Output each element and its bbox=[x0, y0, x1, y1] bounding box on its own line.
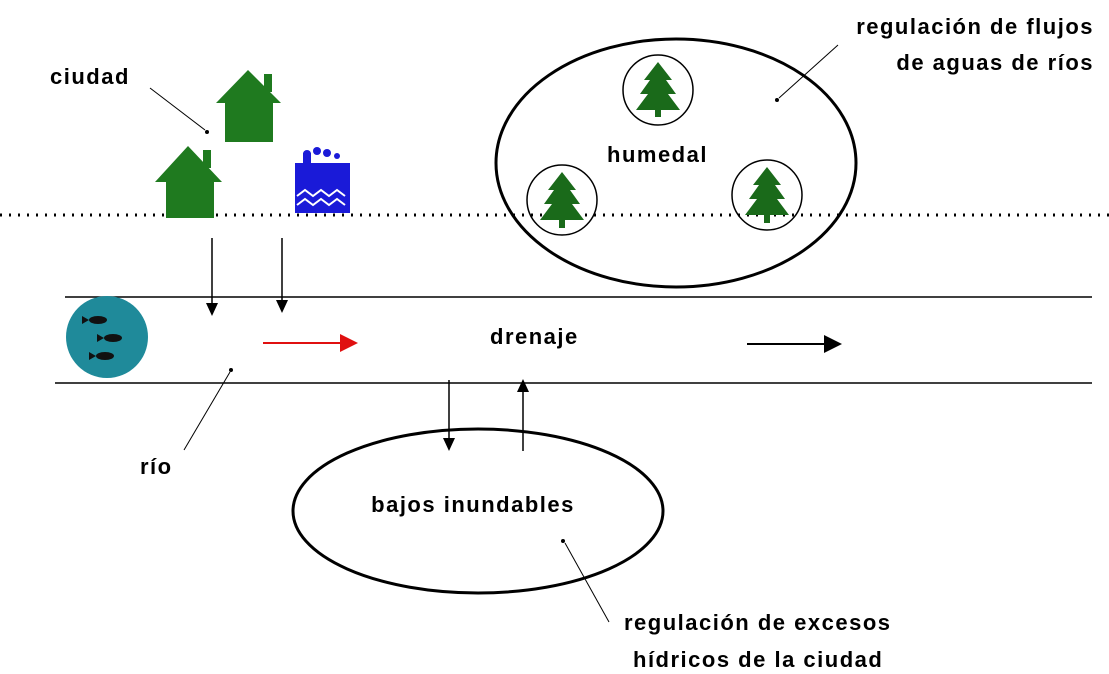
label-regulacion-flujos-1: regulación de flujos bbox=[856, 14, 1094, 39]
label-drenaje: drenaje bbox=[490, 324, 579, 349]
arrow-bajos-to-river bbox=[517, 379, 529, 451]
flow-arrow bbox=[747, 335, 842, 353]
label-regulacion-flujos-2: de aguas de ríos bbox=[896, 50, 1094, 75]
red-flow-arrow bbox=[263, 334, 358, 352]
leader-regulacion-flujos bbox=[778, 44, 839, 99]
arrow-river-to-bajos bbox=[443, 380, 455, 451]
fish-icon bbox=[66, 296, 148, 378]
label-bajos-inundables: bajos inundables bbox=[371, 492, 575, 517]
arrow-city-to-river bbox=[276, 238, 288, 313]
label-regulacion-excesos-2: hídricos de la ciudad bbox=[633, 647, 883, 672]
leader-ciudad bbox=[149, 87, 206, 131]
bajos-inundables-ellipse bbox=[291, 427, 665, 595]
arrow-city-to-river bbox=[206, 238, 218, 316]
label-rio: río bbox=[140, 454, 173, 479]
tree-icon bbox=[526, 164, 598, 236]
tree-icon bbox=[622, 54, 694, 126]
label-regulacion-excesos-1: regulación de excesos bbox=[624, 610, 892, 635]
house-icon bbox=[155, 146, 222, 218]
tree-icon bbox=[731, 159, 803, 231]
factory-icon bbox=[295, 147, 350, 213]
house-icon bbox=[216, 70, 281, 142]
label-ciudad: ciudad bbox=[50, 64, 130, 89]
leader-rio bbox=[183, 371, 231, 451]
label-humedal: humedal bbox=[607, 142, 708, 167]
humedal-ellipse bbox=[494, 37, 858, 289]
leader-regulacion-excesos bbox=[564, 542, 610, 623]
